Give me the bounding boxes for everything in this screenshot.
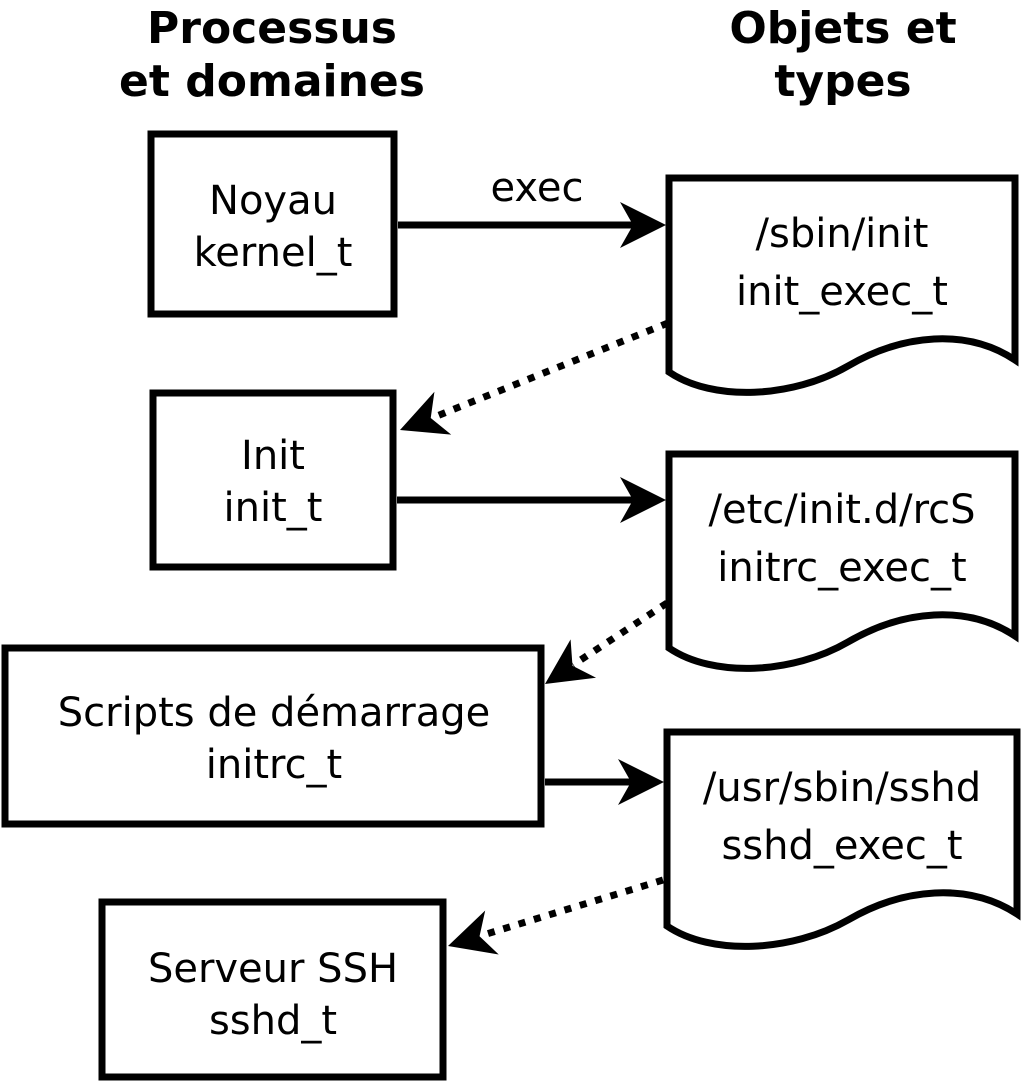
domain-type-label: sshd_t [209, 998, 337, 1044]
exec-arrow-head [620, 477, 666, 523]
document-shape [663, 728, 1021, 950]
process-name-label: Scripts de démarrage [58, 690, 490, 736]
object-document-sshd-exec: /usr/sbin/sshd sshd_exec_t [663, 728, 1021, 950]
object-document-initrc-exec: /etc/init.d/rcS initrc_exec_t [665, 450, 1019, 672]
column-header-objects: Objets et types [729, 3, 956, 107]
transition-arrow-line [571, 600, 669, 668]
transition-arrow-line [430, 319, 670, 422]
object-path-label: /usr/sbin/sshd [703, 765, 981, 811]
exec-arrow-head [620, 202, 666, 248]
objects-header-line2: types [774, 56, 911, 107]
document-shape [665, 450, 1019, 672]
process-box-outline [149, 389, 397, 571]
transition-arrow-head [400, 391, 452, 435]
process-box-sshd: Serveur SSH sshd_t [98, 898, 447, 1081]
process-box-outline [1, 644, 545, 828]
process-name-label: Init [241, 433, 305, 479]
process-box-init: Init init_t [149, 389, 397, 571]
domain-type-label: initrc_t [206, 742, 343, 788]
object-document-init-exec: /sbin/init init_exec_t [665, 174, 1019, 396]
exec-arrow-kernel-to-init-exec: exec [398, 165, 666, 248]
processes-header-line2: et domaines [119, 56, 425, 107]
document-shape [665, 174, 1019, 396]
transition-arrow-init-exec-to-init [400, 319, 670, 435]
column-header-processes: Processus et domaines [119, 3, 425, 107]
transition-arrow-head [448, 910, 499, 955]
transition-arrow-head [545, 639, 597, 684]
process-name-label: Serveur SSH [148, 946, 398, 992]
objects-header-line1: Objets et [729, 3, 956, 54]
process-box-initrc: Scripts de démarrage initrc_t [1, 644, 545, 828]
object-type-label: init_exec_t [736, 269, 948, 315]
domain-type-label: init_t [224, 485, 323, 531]
transition-arrow-initrc-exec-to-initrc [545, 600, 669, 684]
exec-arrow-init-to-initrc-exec [397, 477, 666, 523]
object-path-label: /etc/init.d/rcS [708, 487, 975, 533]
transition-arrow-sshd-exec-to-sshd [448, 876, 665, 955]
process-name-label: Noyau [209, 178, 337, 224]
object-type-label: initrc_exec_t [717, 545, 966, 591]
process-box-outline [147, 130, 398, 318]
process-box-kernel: Noyau kernel_t [147, 130, 398, 318]
exec-arrow-initrc-to-sshd-exec [545, 759, 664, 805]
process-box-outline [98, 898, 447, 1081]
domain-type-label: kernel_t [194, 230, 353, 276]
object-path-label: /sbin/init [756, 211, 929, 257]
exec-arrow-label: exec [491, 165, 584, 211]
object-type-label: sshd_exec_t [721, 823, 962, 869]
processes-header-line1: Processus [147, 3, 397, 54]
exec-arrow-head [618, 759, 664, 805]
transition-arrow-line [478, 876, 665, 940]
